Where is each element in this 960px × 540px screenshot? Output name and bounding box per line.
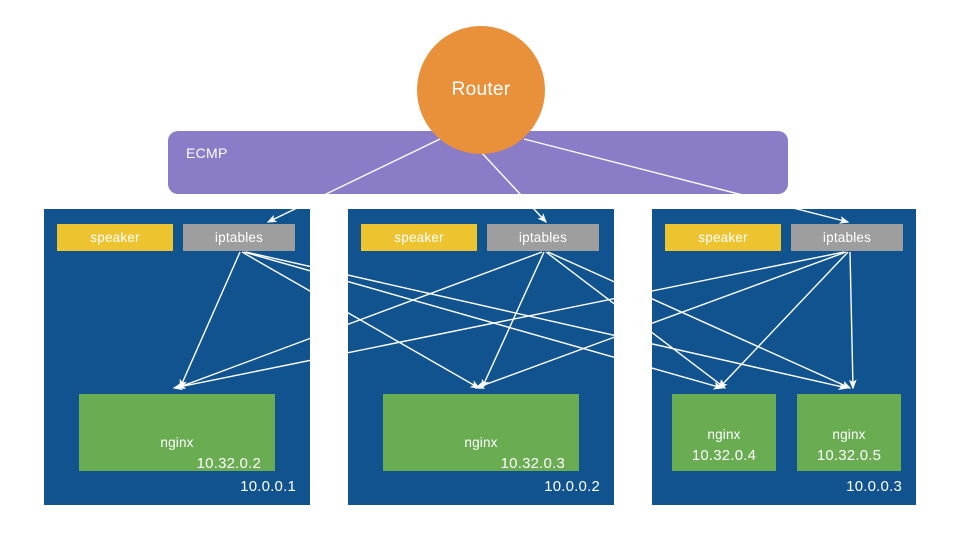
node-3-iptables-label: iptables xyxy=(822,230,872,245)
node-2-speaker[interactable]: speaker xyxy=(361,224,477,251)
node-1-pod-1[interactable]: nginx 10.32.0.2 xyxy=(79,394,275,472)
node-3-pod-1[interactable]: nginx 10.32.0.4 xyxy=(672,394,776,471)
node-2-pod-1-ip: 10.32.0.3 xyxy=(500,455,565,472)
node-3-pod-2-ip: 10.32.0.5 xyxy=(816,447,882,464)
node-1-speaker-label: speaker xyxy=(90,230,140,245)
node-2-ip: 10.0.0.2 xyxy=(544,478,600,495)
node-3-pod-1-name: nginx xyxy=(707,427,741,442)
node-1-pod-1-name: nginx xyxy=(160,435,194,450)
node-3-speaker-label: speaker xyxy=(698,230,748,245)
router-label: Router xyxy=(451,79,511,100)
node-2-speaker-label: speaker xyxy=(394,230,444,245)
node-2-pod-1[interactable]: nginx 10.32.0.3 xyxy=(383,394,579,472)
node-3-iptables[interactable]: iptables xyxy=(791,224,903,251)
node-1-iptables[interactable]: iptables xyxy=(183,224,295,251)
node-2-iptables-label: iptables xyxy=(518,230,568,245)
node-1-ip: 10.0.0.1 xyxy=(240,478,296,495)
node-3-speaker[interactable]: speaker xyxy=(665,224,781,251)
node-3-ip: 10.0.0.3 xyxy=(846,478,902,495)
node-3-pod-2[interactable]: nginx 10.32.0.5 xyxy=(797,394,901,471)
ecmp-label: ECMP xyxy=(186,145,228,161)
node-1-speaker[interactable]: speaker xyxy=(57,224,173,251)
node-3-pod-1-ip: 10.32.0.4 xyxy=(691,447,757,464)
router-node[interactable]: Router xyxy=(417,26,545,154)
node-2-pod-1-name: nginx xyxy=(464,435,498,450)
node-3-pod-2-name: nginx xyxy=(832,427,866,442)
node-1-pod-1-ip: 10.32.0.2 xyxy=(196,455,261,472)
node-1-iptables-label: iptables xyxy=(214,230,264,245)
node-2-iptables[interactable]: iptables xyxy=(487,224,599,251)
